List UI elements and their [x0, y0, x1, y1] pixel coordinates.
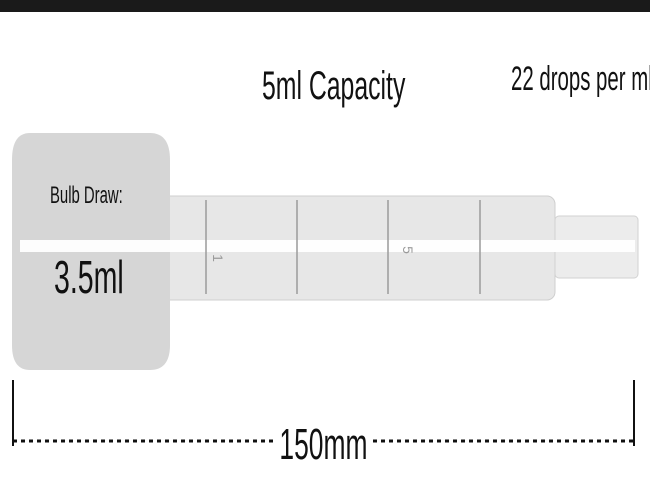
- graduation-label-1: 1: [210, 254, 226, 262]
- graduation-label-5: 5: [400, 246, 416, 254]
- highlight-line: [20, 240, 635, 252]
- capacity-label: 5ml Capacity: [262, 64, 406, 108]
- drops-per-ml-label: 22 drops per ml: [511, 60, 650, 98]
- bulb-draw-value: 3.5ml: [54, 251, 124, 303]
- length-label: 150mm: [277, 420, 370, 470]
- bulb-draw-label: Bulb Draw:: [50, 182, 123, 209]
- top-border: [0, 0, 650, 12]
